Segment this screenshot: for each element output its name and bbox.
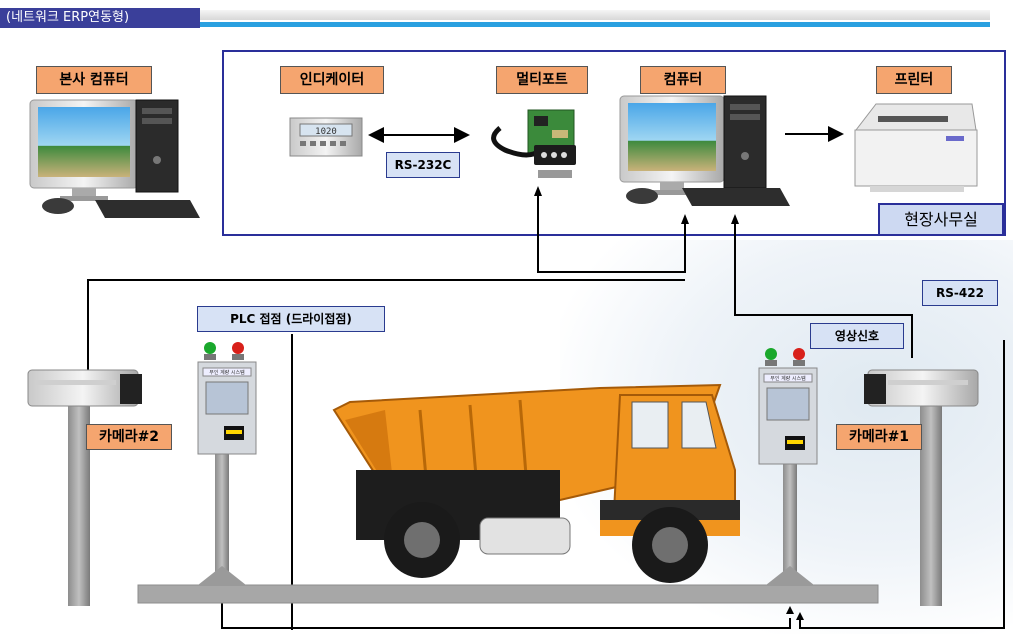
plc-contact-label: PLC 접점 (드라이접점)	[197, 306, 385, 332]
indicator-icon: 1020	[289, 117, 363, 157]
computer-label: 컴퓨터	[640, 66, 726, 94]
multiport-computer-line	[537, 190, 686, 273]
weighbridge-platform	[137, 584, 879, 604]
rs422-line	[799, 340, 1005, 629]
camera1-icon	[864, 369, 979, 606]
site-computer-icon	[619, 95, 790, 206]
camera1-video-line	[734, 218, 913, 358]
hq-computer-icon	[29, 99, 200, 218]
printer-icon	[854, 103, 978, 192]
connection-lines	[87, 190, 1005, 630]
right-signal-panel: 무인 계량 시스템	[758, 348, 818, 585]
right-panel-title: 무인 계량 시스템	[770, 375, 806, 382]
header-accent-line	[196, 22, 990, 27]
camera2-label: 카메라#2	[86, 424, 172, 450]
video-signal-label: 영상신호	[810, 323, 904, 349]
page-title: (네트워크 ERP연동형)	[0, 8, 200, 28]
site-office-frame	[222, 50, 1006, 236]
rs422-label: RS-422	[922, 280, 998, 306]
left-panel-title: 무인 계량 시스템	[209, 369, 245, 376]
dump-truck-icon	[332, 383, 740, 583]
indicator-label: 인디케이터	[280, 66, 384, 94]
hq-computer-label: 본사 컴퓨터	[36, 66, 152, 94]
camera2-icon	[27, 369, 142, 606]
indicator-display-text: 1020	[315, 127, 337, 137]
plc-bottom-line	[221, 600, 791, 629]
printer-label: 프린터	[876, 66, 952, 94]
multiport-icon	[491, 109, 576, 178]
site-office-label: 현장사무실	[878, 203, 1004, 236]
multiport-label: 멀티포트	[496, 66, 588, 94]
rs232c-label: RS-232C	[386, 152, 460, 178]
camera1-label: 카메라#1	[836, 424, 922, 450]
left-signal-panel: 무인 계량 시스템	[197, 342, 257, 585]
camera2-line	[87, 279, 685, 370]
header-bar	[196, 10, 990, 20]
